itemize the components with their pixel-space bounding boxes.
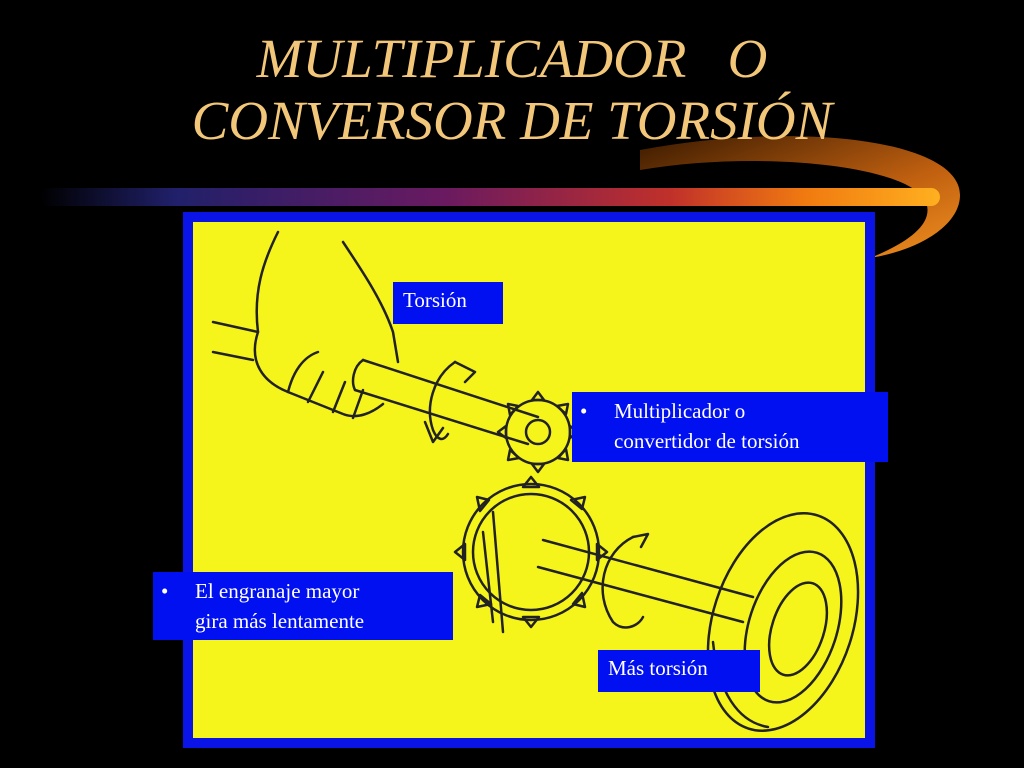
diagram-panel (183, 212, 875, 748)
bullet-dot: • (161, 579, 169, 603)
engranaje-line-2: gira más lentamente (195, 609, 365, 633)
mas-torsion-text: Más torsión (608, 656, 708, 680)
multiplicador-line-2: convertidor de torsión (614, 429, 800, 453)
small-gear-icon (496, 390, 580, 474)
engranaje-label: • El engranaje mayor gira más lentamente (153, 572, 453, 640)
multiplicador-label: • Multiplicador o convertidor de torsión (572, 392, 888, 462)
wrench-shaft-icon (351, 358, 540, 446)
bullet-dot: • (580, 399, 588, 423)
torsion-label: Torsión (393, 282, 503, 324)
mas-torsion-label: Más torsión (598, 650, 760, 692)
slide-title: MULTIPLICADOR O CONVERSOR DE TORSIÓN (0, 28, 1024, 152)
large-gear-icon (453, 475, 609, 634)
rotation-arrow-icon (423, 360, 477, 444)
wheel-icon (706, 512, 860, 732)
title-line-1: MULTIPLICADOR O (256, 28, 768, 89)
title-line-2: CONVERSOR DE TORSIÓN (191, 90, 833, 151)
hand-icon (211, 230, 400, 420)
torsion-text: Torsión (403, 288, 467, 312)
multiplicador-line-1: Multiplicador o (614, 399, 746, 423)
diagram-canvas (193, 222, 865, 738)
engranaje-line-1: El engranaje mayor (195, 579, 360, 603)
gear-diagram (211, 230, 860, 732)
